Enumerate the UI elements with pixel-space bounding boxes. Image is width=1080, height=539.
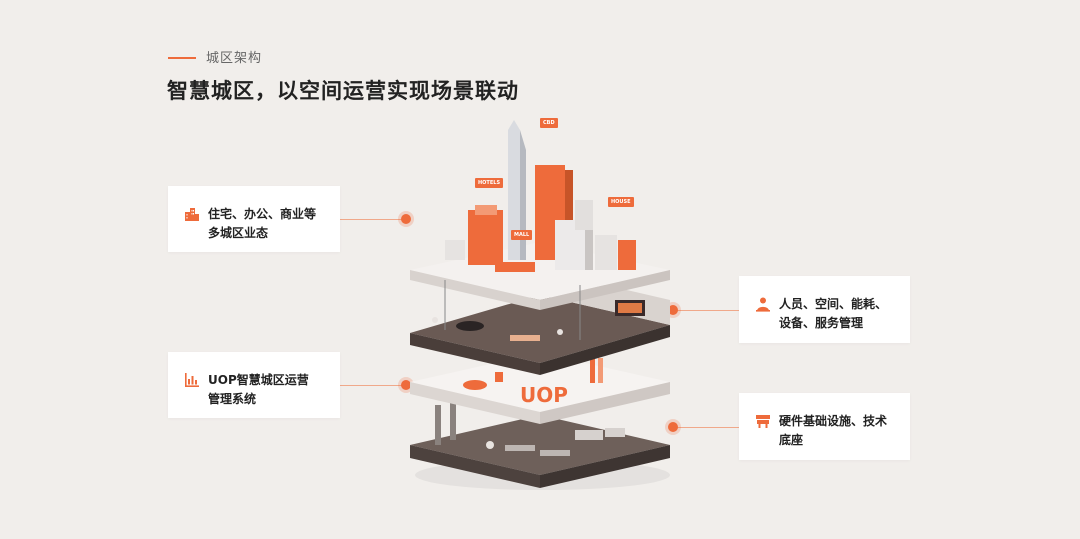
city-architecture-illustration: UOP [410,120,670,488]
card-infrastructure: 硬件基础设施、技术 底座 [739,393,910,460]
tag-mall: MALL [511,230,533,240]
person-icon [755,296,771,343]
tag-hotel: HOTELS [475,178,504,188]
layer-hardware [410,400,670,488]
card-management-line1: 人员、空间、能耗、 [779,297,888,311]
card-city-formats-line1: 住宅、办公、商业等 [208,207,317,221]
card-uop-system-line2: 管理系统 [208,392,257,406]
tag-cbd: CBD [540,118,558,128]
connector-dot-right-top [668,305,678,315]
card-management: 人员、空间、能耗、 设备、服务管理 [739,276,910,343]
kicker-line [168,57,196,59]
connector-right-bottom [676,427,739,428]
layer-uop: UOP [410,353,670,424]
layer-city [410,120,670,310]
card-infrastructure-line2: 底座 [779,433,804,447]
card-uop-system-line1: UOP智慧城区运营 [208,373,309,387]
card-uop-system: UOP智慧城区运营 管理系统 [168,352,340,418]
bar-chart-icon [184,372,200,418]
connector-dot-left-top [401,214,411,224]
card-city-formats-line2: 多城区业态 [208,226,269,240]
card-city-formats: 住宅、办公、商业等 多城区业态 [168,186,340,252]
tag-house: HOUSE [608,197,634,207]
connector-dot-right-bottom [668,422,678,432]
card-infrastructure-line1: 硬件基础设施、技术 [779,414,888,428]
page-title: 智慧城区，以空间运营实现场景联动 [167,79,519,103]
building-icon [184,206,200,252]
uop-logo: UOP [520,383,568,407]
section-kicker: 城区架构 [206,51,263,66]
connector-dot-left-bottom [401,380,411,390]
connector-right-top [676,310,739,311]
storefront-icon [755,413,771,460]
connector-left-bottom [340,385,406,386]
card-management-line2: 设备、服务管理 [779,316,864,330]
connector-left-top [340,219,406,220]
